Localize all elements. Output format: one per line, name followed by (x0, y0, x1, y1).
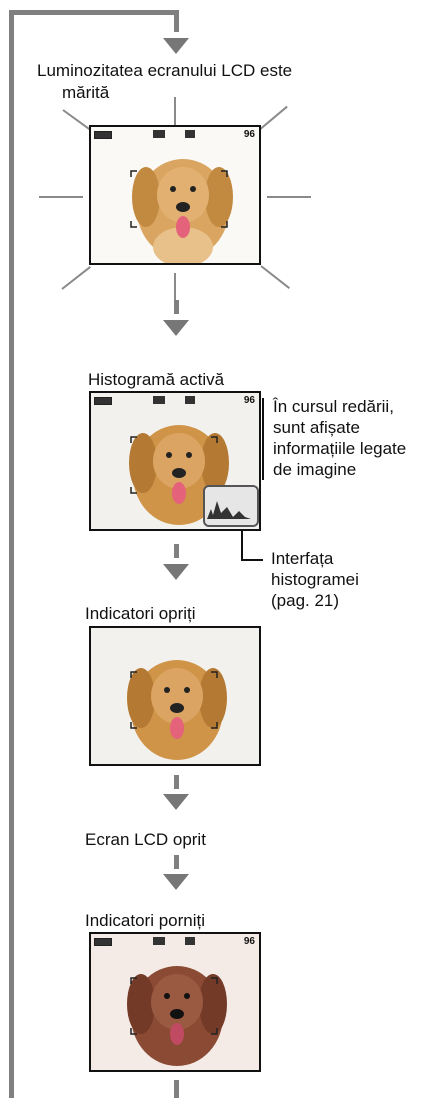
brightness-ray (61, 266, 91, 290)
brightness-ray (174, 97, 176, 125)
focus-frame-icon (130, 170, 228, 228)
playback-info-note-line1: În cursul redării, (273, 397, 394, 416)
focus-frame-icon (130, 436, 218, 494)
focus-frame-icon (130, 977, 218, 1035)
callout-line (241, 559, 263, 561)
histogram-ui-note-line1: Interfața (271, 549, 334, 568)
dog-photo (127, 660, 227, 760)
brightness-ray (39, 196, 83, 198)
flow-connector (174, 1080, 179, 1098)
down-arrow-icon (163, 564, 189, 580)
focus-frame-icon (130, 671, 218, 729)
note-bracket (262, 398, 264, 480)
dog-photo (127, 966, 227, 1066)
quality-icon (185, 937, 195, 945)
shots-remaining: 96 (243, 129, 255, 140)
flow-line-top (9, 10, 179, 15)
lcd-preview-indicators-off (89, 626, 261, 766)
step-indicators-on-label: Indicatori porniți (85, 911, 206, 930)
flow-connector (174, 300, 179, 314)
image-size-icon (153, 396, 165, 404)
step-histogram-label: Histogramă activă (88, 370, 225, 389)
flow-line-top-drop (174, 10, 179, 32)
flow-connector (174, 855, 179, 869)
quality-icon (185, 130, 195, 138)
dog-photo (129, 425, 229, 525)
battery-icon (94, 131, 112, 139)
step-lcd-off-label: Ecran LCD oprit (85, 830, 206, 849)
brightness-ray (174, 273, 176, 301)
histogram-icon (203, 485, 259, 527)
playback-info-note-line4: de imagine (273, 460, 357, 479)
flow-line-left (9, 10, 14, 1098)
callout-line (241, 530, 243, 560)
image-size-icon (153, 937, 165, 945)
down-arrow-icon (163, 874, 189, 890)
quality-icon (185, 396, 195, 404)
histogram-ui-note-line2: histogramei (271, 570, 359, 589)
step-indicators-off-label: Indicatori opriți (85, 604, 196, 623)
lcd-preview-indicators-on: 96 (89, 932, 261, 1072)
step-brightness-label-line1: Luminozitatea ecranului LCD este (37, 61, 293, 80)
brightness-ray (62, 109, 92, 132)
down-arrow-icon (163, 38, 189, 54)
step-brightness-label-line2: mărită (62, 83, 110, 102)
lcd-preview-histogram: 96 (89, 391, 261, 531)
brightness-ray (260, 265, 290, 289)
lcd-preview-bright: 96 (89, 125, 261, 265)
down-arrow-icon (163, 320, 189, 336)
histogram-ui-note-line3: (pag. 21) (271, 591, 340, 610)
battery-icon (94, 938, 112, 946)
brightness-ray (267, 196, 311, 198)
shots-remaining: 96 (243, 936, 255, 947)
image-size-icon (153, 130, 165, 138)
playback-info-note-line3: informațiile legate (273, 439, 407, 458)
brightness-ray (257, 105, 288, 132)
battery-icon (94, 397, 112, 405)
flow-connector (174, 544, 179, 558)
dog-photo (132, 159, 233, 263)
playback-info-note-line2: sunt afișate (273, 418, 360, 437)
shots-remaining: 96 (243, 395, 255, 406)
down-arrow-icon (163, 794, 189, 810)
flow-connector (174, 775, 179, 789)
